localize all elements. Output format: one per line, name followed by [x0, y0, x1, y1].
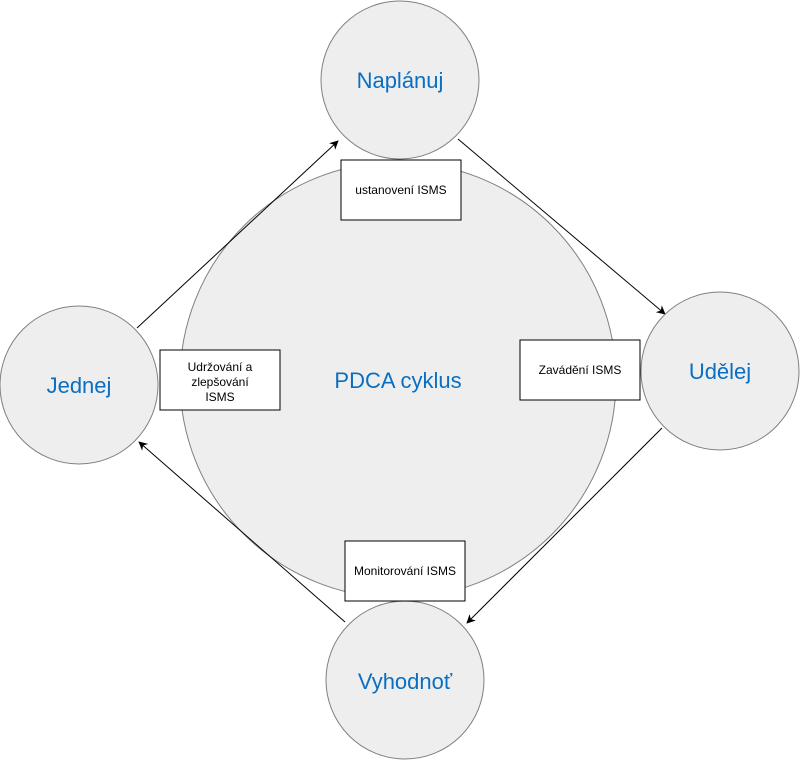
stage-label-plan: Naplánuj — [357, 68, 444, 93]
stage-circle-act — [0, 305, 159, 465]
arrow-do-to-check — [466, 427, 663, 624]
stage-circle-plan — [320, 0, 480, 160]
box-do — [519, 339, 641, 401]
box-act-label-line1: Udržování a — [188, 360, 253, 374]
box-do-label: Zavádění ISMS — [539, 363, 622, 377]
stage-circle-do — [640, 291, 800, 451]
box-act — [159, 349, 281, 411]
arrow-act-to-plan — [136, 140, 339, 329]
arrow-plan-to-do — [457, 138, 666, 315]
box-check-label: Monitorování ISMS — [354, 564, 456, 578]
box-check — [344, 540, 466, 602]
box-act-label-line2: zlepšování — [191, 375, 249, 389]
box-plan — [340, 159, 462, 221]
stage-label-act: Jednej — [47, 373, 112, 398]
center-label: PDCA cyklus — [334, 368, 461, 393]
box-plan-label: ustanovení ISMS — [355, 183, 446, 197]
box-act-label-line3: ISMS — [205, 390, 234, 404]
stage-label-do: Udělej — [689, 359, 751, 384]
stage-label-check: Vyhodnoť — [358, 669, 453, 694]
arrow-check-to-act — [138, 441, 346, 623]
